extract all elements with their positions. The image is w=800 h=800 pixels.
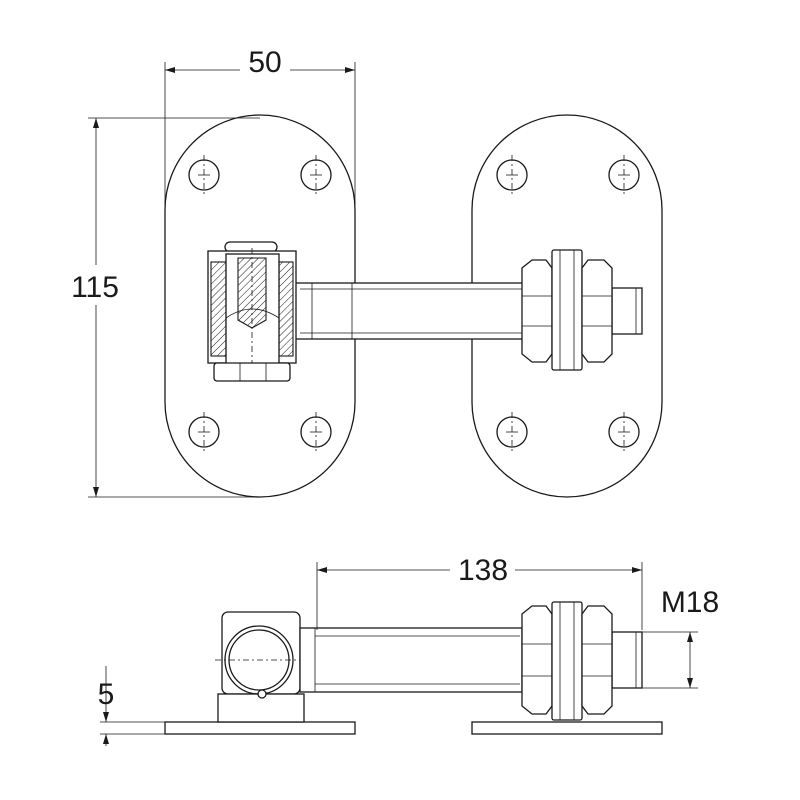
dimension-label-pin-length: 138	[458, 554, 508, 587]
dimension-thread-size: M18	[642, 586, 719, 689]
dimension-label-plate-thickness: 5	[98, 678, 115, 711]
dimension-plate-height: 115	[71, 117, 260, 498]
mounting-hole-top-left	[188, 155, 220, 195]
dimension-pin-length: 138	[316, 554, 643, 630]
right-base-plate	[471, 721, 663, 735]
side-view: 138 M18 5	[98, 554, 719, 746]
side-pin-shaft	[299, 627, 643, 693]
mounting-hole-top-right	[608, 155, 640, 195]
top-view: 50 115	[71, 46, 663, 498]
side-nut-assembly	[521, 601, 613, 721]
pin-shaft	[289, 282, 643, 340]
mounting-hole-bottom-left	[188, 412, 220, 452]
left-plate	[164, 114, 356, 498]
mounting-hole-top-left	[496, 155, 528, 195]
dimension-plate-thickness: 5	[98, 666, 165, 746]
nut-assembly	[521, 249, 613, 371]
hinge-knuckle-section	[207, 241, 297, 382]
dimension-plate-width: 50	[164, 46, 356, 210]
mounting-hole-bottom-left	[496, 412, 528, 452]
dimension-label-plate-width: 50	[248, 46, 281, 79]
left-base-plate	[164, 721, 356, 735]
dimension-label-plate-height: 115	[71, 271, 119, 304]
mounting-hole-bottom-right	[300, 412, 332, 452]
mounting-hole-bottom-right	[608, 412, 640, 452]
dimension-label-thread-size: M18	[661, 586, 719, 619]
right-plate	[471, 114, 663, 498]
mounting-hole-top-right	[300, 155, 332, 195]
knuckle-block	[215, 611, 310, 723]
